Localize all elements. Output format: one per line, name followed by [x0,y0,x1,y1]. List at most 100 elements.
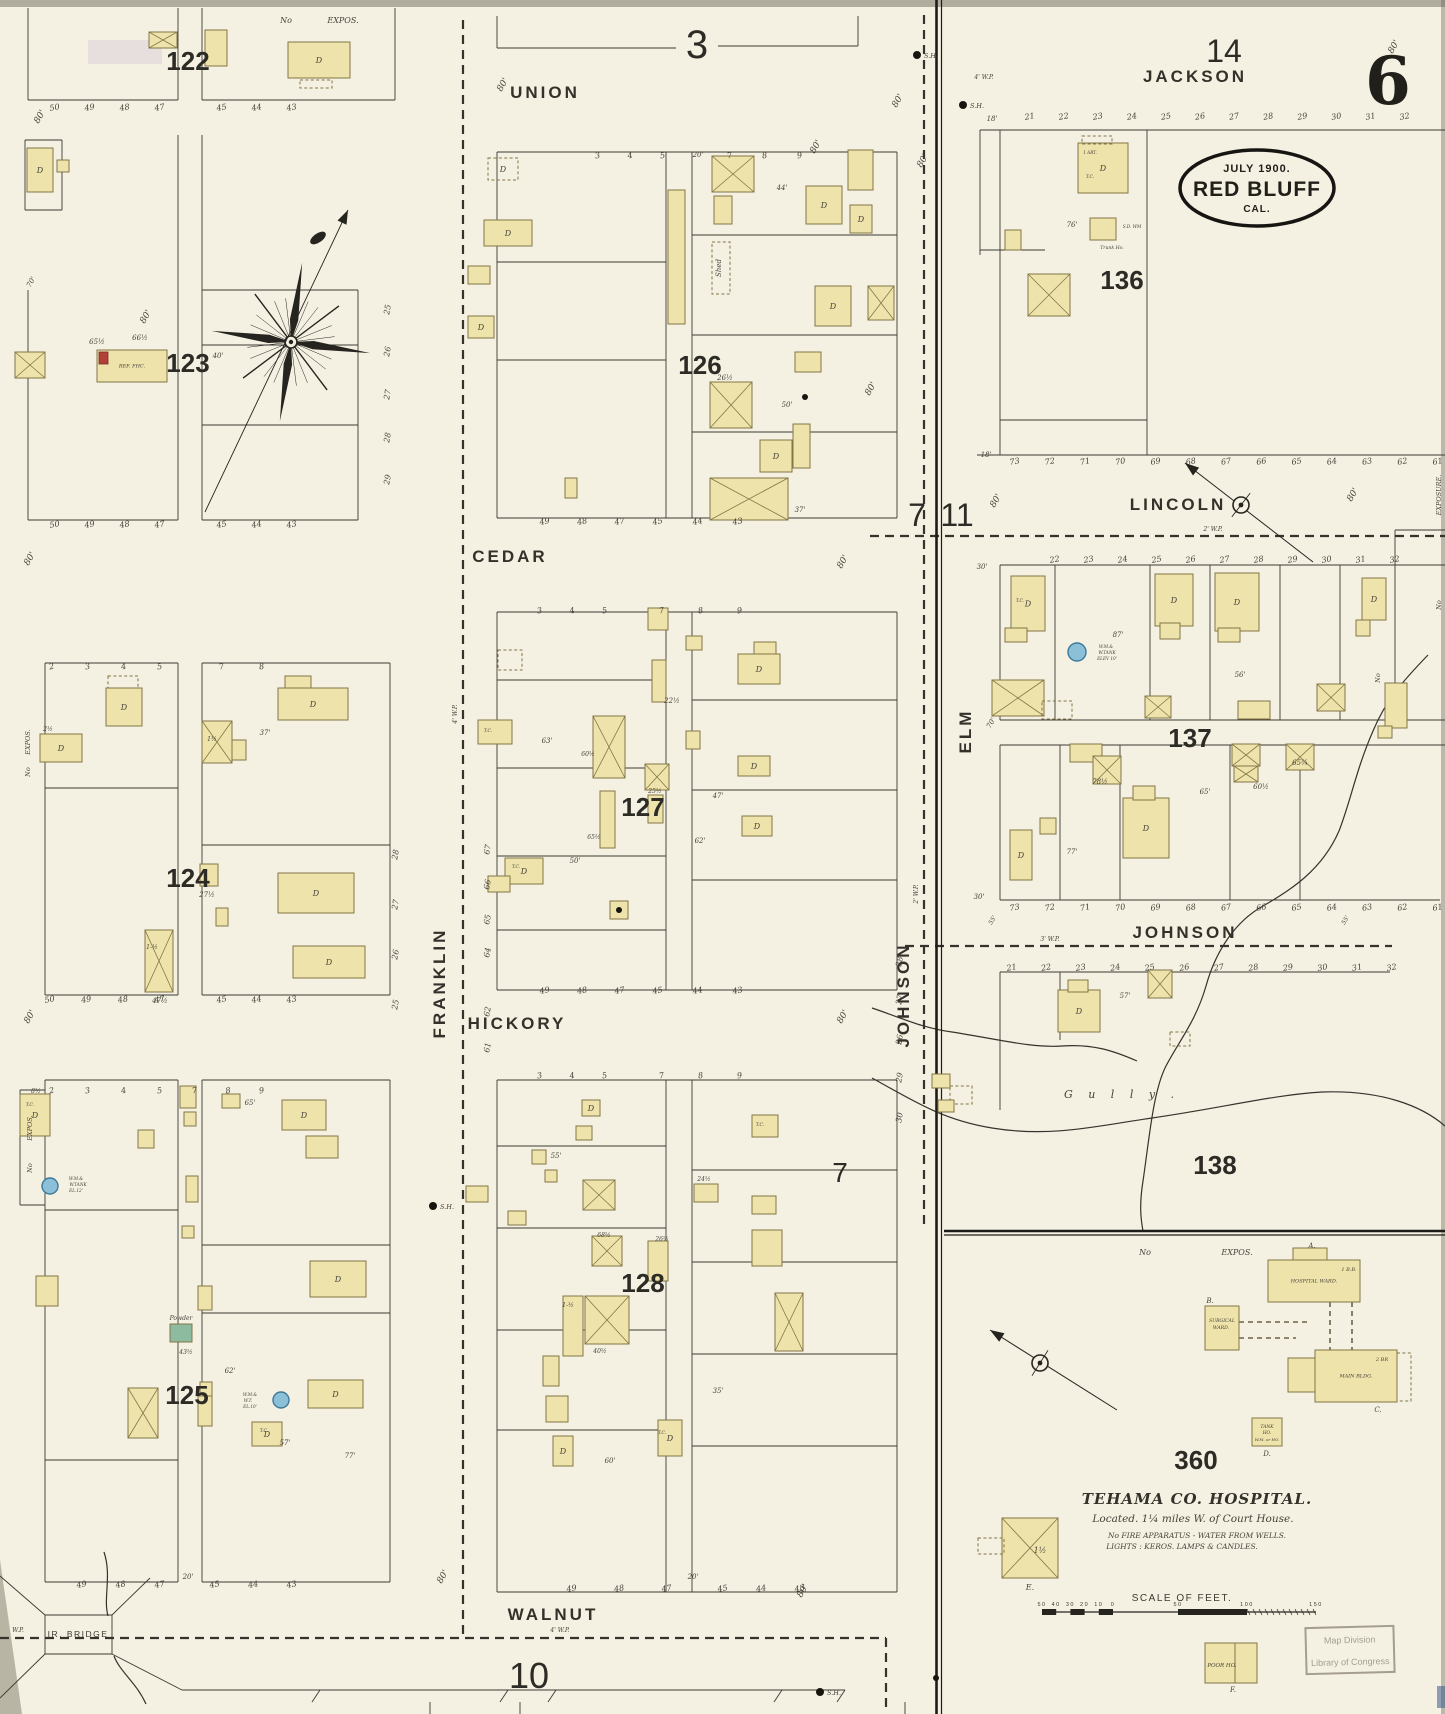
gully-label: G u l l y . [1064,1088,1180,1101]
building-label: D [499,165,507,174]
lot-number: 47 [153,994,166,1005]
annotation: 18' [981,451,992,459]
building [309,1260,367,1298]
lot-number: 9 [736,606,743,616]
lot-number: 45 [208,1579,221,1590]
lot-number: 8 [761,151,768,161]
annotation: 43½ [178,1349,193,1356]
building [794,351,822,373]
scan-corner-bottom-left [0,1560,22,1714]
lot-number: 28 [382,432,393,445]
street-label-franklin: FRANKLIN [430,928,449,1039]
building-label: D [755,665,763,674]
lot-number: 45 [651,985,664,996]
building-label: D [331,1390,339,1399]
barn-cross [127,1387,159,1439]
lot-number: 44 [250,994,263,1005]
annotation: T.C. [756,1123,764,1128]
scale-bar-hatch [1294,1608,1299,1616]
annotation: W.TANK [1098,650,1116,655]
building [504,857,544,885]
annotation: T.C. [484,729,492,734]
building [483,219,533,247]
annotation: 37' [795,506,806,514]
street-label-johnson: JOHNSON [1132,923,1237,942]
barn-cross [201,720,233,764]
building [56,159,70,173]
lot-number: 29 [1296,111,1309,122]
lot-number: 27 [390,898,401,911]
barn-cross [711,155,755,193]
building [307,1379,364,1409]
barn-cross [1316,683,1346,712]
lot-number: 3 [84,1086,91,1096]
adjacent-sheet-ref: 7 [908,497,926,533]
compass-ray [290,301,309,343]
annotation: 27½ [198,891,215,899]
annotation: 3' W.P. [1040,936,1059,943]
lot-number: 43 [285,519,298,530]
compass-ray [290,307,319,343]
scale-title: SCALE OF FEET. [1132,1593,1232,1604]
scale-tick: 30 [1066,1602,1075,1608]
scale-bar-hatch [1246,1608,1251,1616]
lot-number: 49 [538,516,551,527]
scale-tick: 150 [1309,1602,1323,1608]
annotation: EL.10' [242,1404,257,1409]
annotation: 55' [987,914,998,926]
lot-number: 47 [613,516,626,527]
lot-number: 4 [119,1086,127,1096]
annotation: T.C. [1016,599,1024,604]
adjacent-sheet-ref: 10 [509,1655,549,1696]
lot-number: 28 [390,849,401,862]
annotation: 76' [1067,221,1078,229]
building [937,1099,955,1113]
building [221,1093,241,1109]
lot-number: 8 [258,662,265,672]
compass-ray [254,293,292,343]
lot-number: 26 [1193,111,1206,122]
building [575,1125,593,1141]
lot-number: 7 [726,151,733,161]
compass-ray [291,340,371,354]
compass-ray [290,305,340,343]
adjacent-sheet-ref: 7 [832,1157,848,1188]
building [657,1419,683,1457]
building [215,907,229,927]
building [19,1093,51,1137]
annotation: 50' [570,857,581,865]
lot-number: 65 [1291,902,1303,913]
poor-house-label: POOR HO. [1206,1663,1237,1669]
building-label: D [829,302,837,311]
annotation: 1½ [207,736,217,743]
building-label: MAIN BLDG. [1338,1374,1372,1380]
scale-bar-segment [1042,1609,1057,1615]
compass-ray [290,325,332,343]
block-line [111,1653,183,1691]
lot-number: 5 [601,606,608,616]
compass-ray [285,298,292,343]
lot-number: 61 [1432,456,1444,467]
creek-line [871,1007,1138,1062]
lot-number: 72 [1044,902,1056,913]
lot-number: 28 [1261,111,1274,122]
lot-number: 48 [575,985,588,996]
lot-number: 48 [612,1583,625,1594]
compass-ray [247,341,292,348]
block-number-128: 128 [621,1268,664,1298]
block-number-136: 136 [1100,265,1143,295]
annotation: EXPOS. [1220,1248,1252,1257]
building [287,41,351,79]
building [35,1275,59,1307]
building [305,1135,339,1159]
loc-stamp-border [1304,1624,1396,1676]
compass-ray [290,341,297,386]
lot-number: 4 [119,662,127,672]
building-label: D [477,323,485,332]
water-tank [272,1391,290,1409]
lot-number: 5 [156,1086,163,1096]
sh-marker-label: S.H. [924,52,938,60]
building [96,349,168,383]
compass-ray [290,341,326,370]
annotation: W.P. [12,1627,24,1634]
